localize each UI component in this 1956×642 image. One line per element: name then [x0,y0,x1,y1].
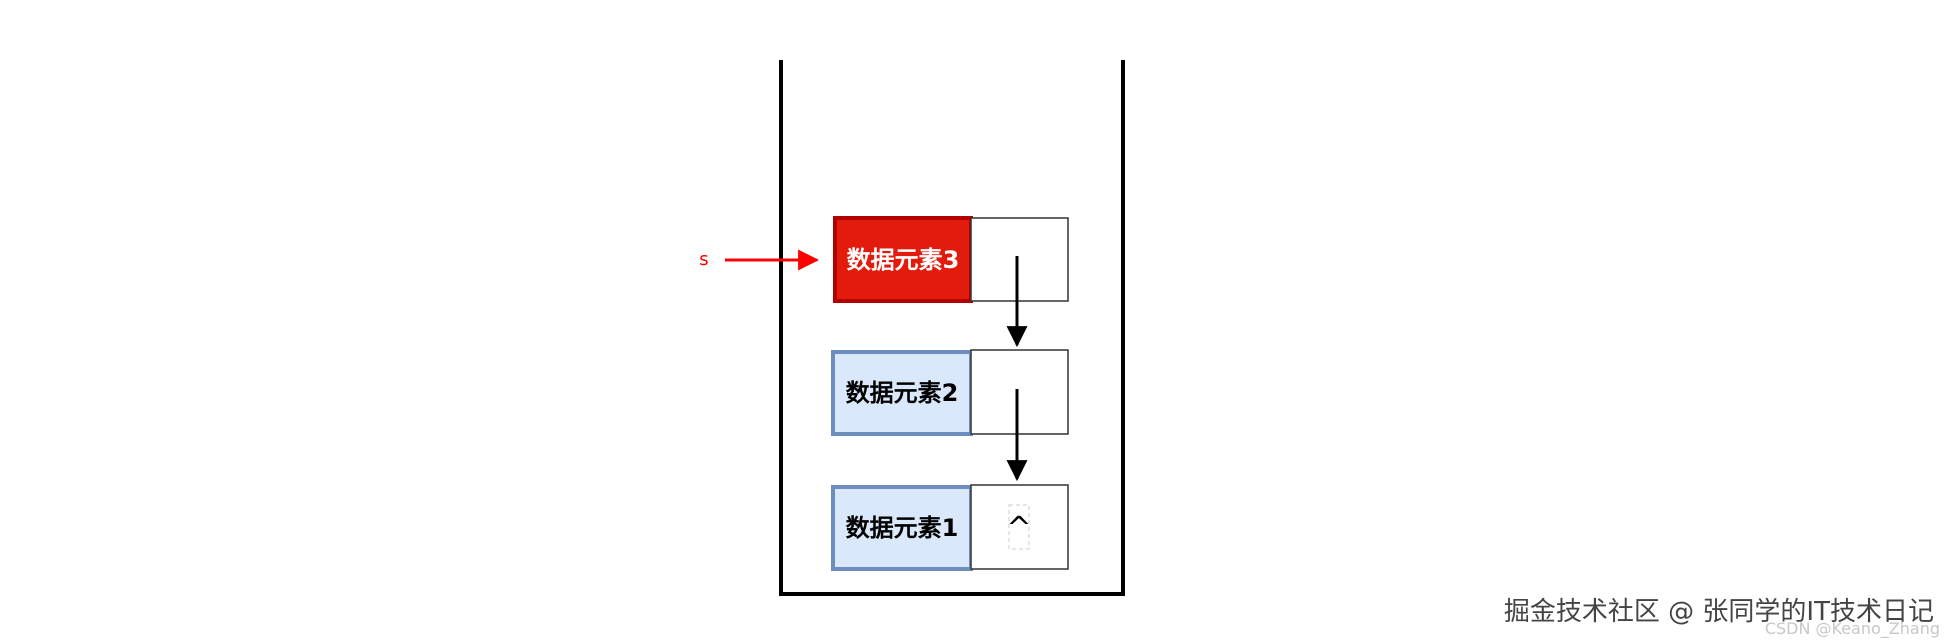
node-2-label: 数据元素2 [846,379,959,407]
stack-container [779,60,1125,596]
node-1-label: 数据元素1 [846,514,959,542]
stack-node-3: 数据元素3 [833,216,1069,303]
stack-node-1: 数据元素1 ^ [831,484,1069,571]
pointer-label: s [699,249,708,270]
node-3-pointer-box [970,217,1069,302]
node-2-pointer-box [970,349,1069,435]
stack-node-2: 数据元素2 [831,349,1069,436]
node-2-data-box [831,350,973,436]
watermark: 掘金技术社区 @ 张同学的IT技术日记 [1503,597,1934,627]
watermark-sub: CSDN @Keano_Zhang [1764,619,1940,638]
null-symbol: ^ [1006,511,1031,546]
node-1-data-box [831,485,973,571]
node-3-label: 数据元素3 [847,246,960,274]
null-symbol-box [1008,504,1030,550]
node-1-pointer-box [970,484,1069,570]
